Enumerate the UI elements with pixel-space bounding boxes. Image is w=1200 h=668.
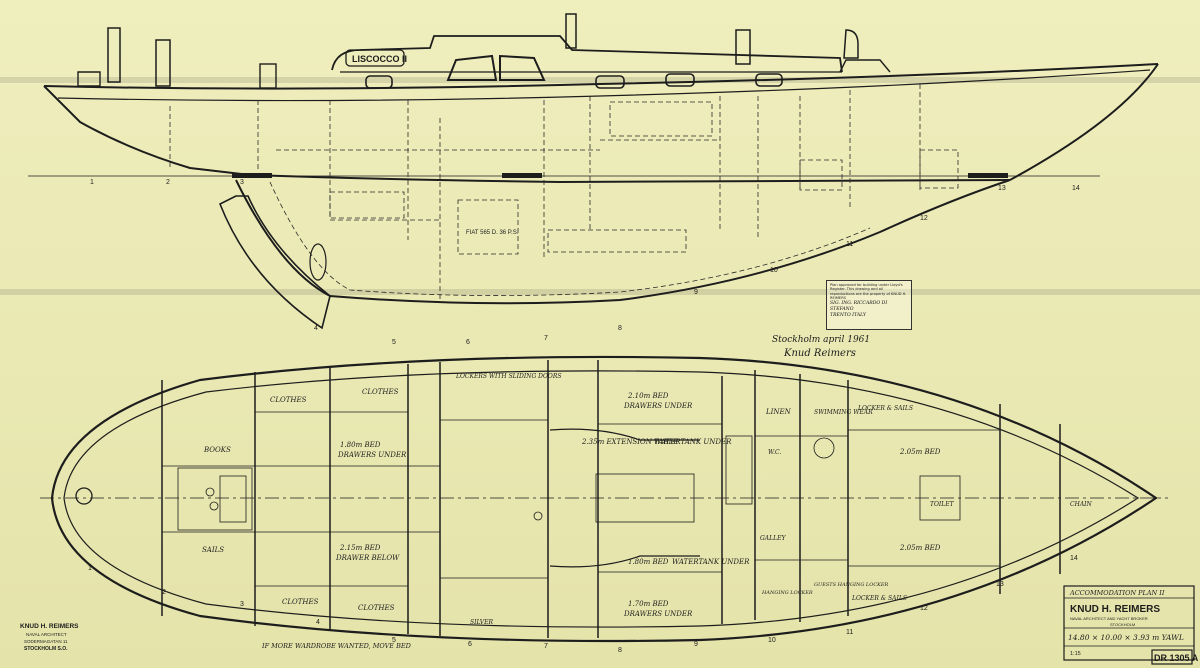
plan-labels: CLOTHES CLOTHES CLOTHES CLOTHES BOOKS 1.… <box>202 373 1093 650</box>
label-watertank-under-1: WATERTANK UNDER <box>654 438 732 446</box>
profile-station-2: 2 <box>166 179 170 186</box>
label-bed-180: 1.80m BED <box>340 441 381 449</box>
profile-station-7: 7 <box>544 335 548 342</box>
side-stamp-line4: STOCKHOLM S.O. <box>24 646 68 652</box>
label-drawers-under-3: DRAWERS UNDER <box>623 610 693 618</box>
label-silver: SILVER <box>470 619 493 626</box>
label-clothes-3: CLOTHES <box>282 598 319 606</box>
profile-station-12: 12 <box>920 215 928 222</box>
title-dimensions: 14.80 × 10.00 × 3.93 m YAWL <box>1068 633 1184 642</box>
plan-station-11: 11 <box>846 629 853 636</box>
bleed-through <box>0 77 1200 295</box>
profile-station-10: 10 <box>770 267 778 274</box>
label-clothes-2: CLOTHES <box>362 388 399 396</box>
plan-station-5: 5 <box>392 637 396 644</box>
plan-station-4: 4 <box>316 619 320 626</box>
plan-hull-outline <box>50 355 1158 643</box>
label-bed-210: 2.10m BED <box>627 392 669 400</box>
label-bed-205: 2.05m BED <box>899 448 941 456</box>
profile-station-5: 5 <box>392 339 396 346</box>
label-swimming-wear: SWIMMING WEAR <box>814 409 873 416</box>
label-toilet: TOILET <box>930 501 955 508</box>
profile-station-1: 1 <box>90 179 94 186</box>
plan-station-6: 6 <box>468 641 472 648</box>
label-hanging-locker: HANGING LOCKER <box>761 590 813 596</box>
approval-stamp: Plan approved for building under Lloyd's… <box>826 280 912 330</box>
profile-station-11: 11 <box>846 241 853 248</box>
label-drawer-below: DRAWER BELOW <box>335 554 400 562</box>
label-chain: CHAIN <box>1070 501 1093 508</box>
plan-station-13: 13 <box>996 581 1004 588</box>
label-drawers-under-2: DRAWERS UNDER <box>623 402 693 410</box>
plan-station-1: 1 <box>88 565 92 572</box>
label-guests-hanging: GUESTS HANGING LOCKER <box>814 582 889 588</box>
label-clothes-4: CLOTHES <box>358 604 395 612</box>
boat-name: LISCOCCO II <box>352 54 407 64</box>
signature-place-date: Stockholm april 1961 <box>772 335 870 345</box>
plan-station-9: 9 <box>694 641 698 648</box>
plan-station-8: 8 <box>618 647 622 654</box>
approval-stamp-place: TRENTO ITALY <box>830 312 866 318</box>
approval-stamp-owner: SIG. ING. RICCARDO DI STEFANO <box>830 300 888 312</box>
side-stamp: KNUD H. REIMERS NAVAL ARCHITECT SODERMAG… <box>20 623 79 652</box>
title-drawing: ACCOMMODATION PLAN II <box>1069 589 1165 597</box>
label-wc: W.C. <box>768 449 781 456</box>
plan-station-14: 14 <box>1070 555 1078 562</box>
profile-station-14: 14 <box>1072 185 1080 192</box>
label-locker-sails-2: LOCKER & SAILS <box>851 595 907 602</box>
label-linen: LINEN <box>765 408 792 416</box>
label-galley: GALLEY <box>760 535 786 542</box>
side-stamp-line3: SODERMAGATAN 11 <box>24 639 68 644</box>
plan-station-10: 10 <box>768 637 776 644</box>
profile-station-8: 8 <box>618 325 622 332</box>
label-extension-table: 2.35m EXTENSION TABLE <box>581 438 678 446</box>
label-drawers-under-1: DRAWERS UNDER <box>337 451 407 459</box>
rudder <box>218 195 331 330</box>
plan-station-7: 7 <box>544 643 548 650</box>
label-locker-sails: LOCKER & SAILS <box>857 405 913 412</box>
title-drawing-number: DR 1305 A <box>1154 653 1199 663</box>
side-stamp-line1: KNUD H. REIMERS <box>20 623 79 630</box>
engine-label: FIAT 565 D. 36 P.S. <box>466 230 519 236</box>
label-bed-205b: 2.05m BED <box>899 544 941 552</box>
plan-station-2: 2 <box>162 589 166 596</box>
signature-name: Knud Reimers <box>783 348 856 359</box>
coachroof <box>331 35 843 73</box>
profile-station-9: 9 <box>694 289 698 296</box>
label-lockers-sliding: LOCKERS WITH SLIDING DOORS <box>455 373 561 380</box>
plan-station-12: 12 <box>920 605 928 612</box>
signature-block: Stockholm april 1961 Knud Reimers <box>772 335 870 359</box>
label-watertank-under-2: WATERTANK UNDER <box>672 558 750 566</box>
profile-sheer <box>43 63 1159 90</box>
title-block: ACCOMMODATION PLAN II KNUD H. REIMERS NA… <box>1063 585 1199 665</box>
title-scale: 1:15 <box>1070 651 1081 657</box>
profile-station-13: 13 <box>998 185 1006 192</box>
side-stamp-line2: NAVAL ARCHITECT <box>26 632 67 637</box>
label-bed-180b: 1.80m BED <box>628 558 669 566</box>
label-bed-170: 1.70m BED <box>628 600 669 608</box>
profile-station-4: 4 <box>314 325 318 332</box>
profile-keel <box>235 179 1011 305</box>
plan-station-3: 3 <box>240 601 244 608</box>
label-bed-215: 2.15m BED <box>339 544 381 552</box>
label-clothes-1: CLOTHES <box>270 396 307 404</box>
title-firm-sub: NAVAL ARCHITECT AND YACHT BROKER <box>1070 616 1148 621</box>
profile-labels: LISCOCCO II FIAT 565 D. 36 P.S. <box>352 54 519 236</box>
approval-stamp-text: Plan approved for building under Lloyd's… <box>830 283 907 301</box>
label-sails: SAILS <box>202 546 224 554</box>
profile-station-3: 3 <box>240 179 244 186</box>
label-books: BOOKS <box>203 446 231 454</box>
label-bottom-note: IF MORE WARDROBE WANTED, MOVE BED <box>261 642 412 650</box>
title-firm: KNUD H. REIMERS <box>1070 604 1160 615</box>
title-firm-city: STOCKHOLM <box>1110 622 1135 627</box>
profile-station-6: 6 <box>466 339 470 346</box>
